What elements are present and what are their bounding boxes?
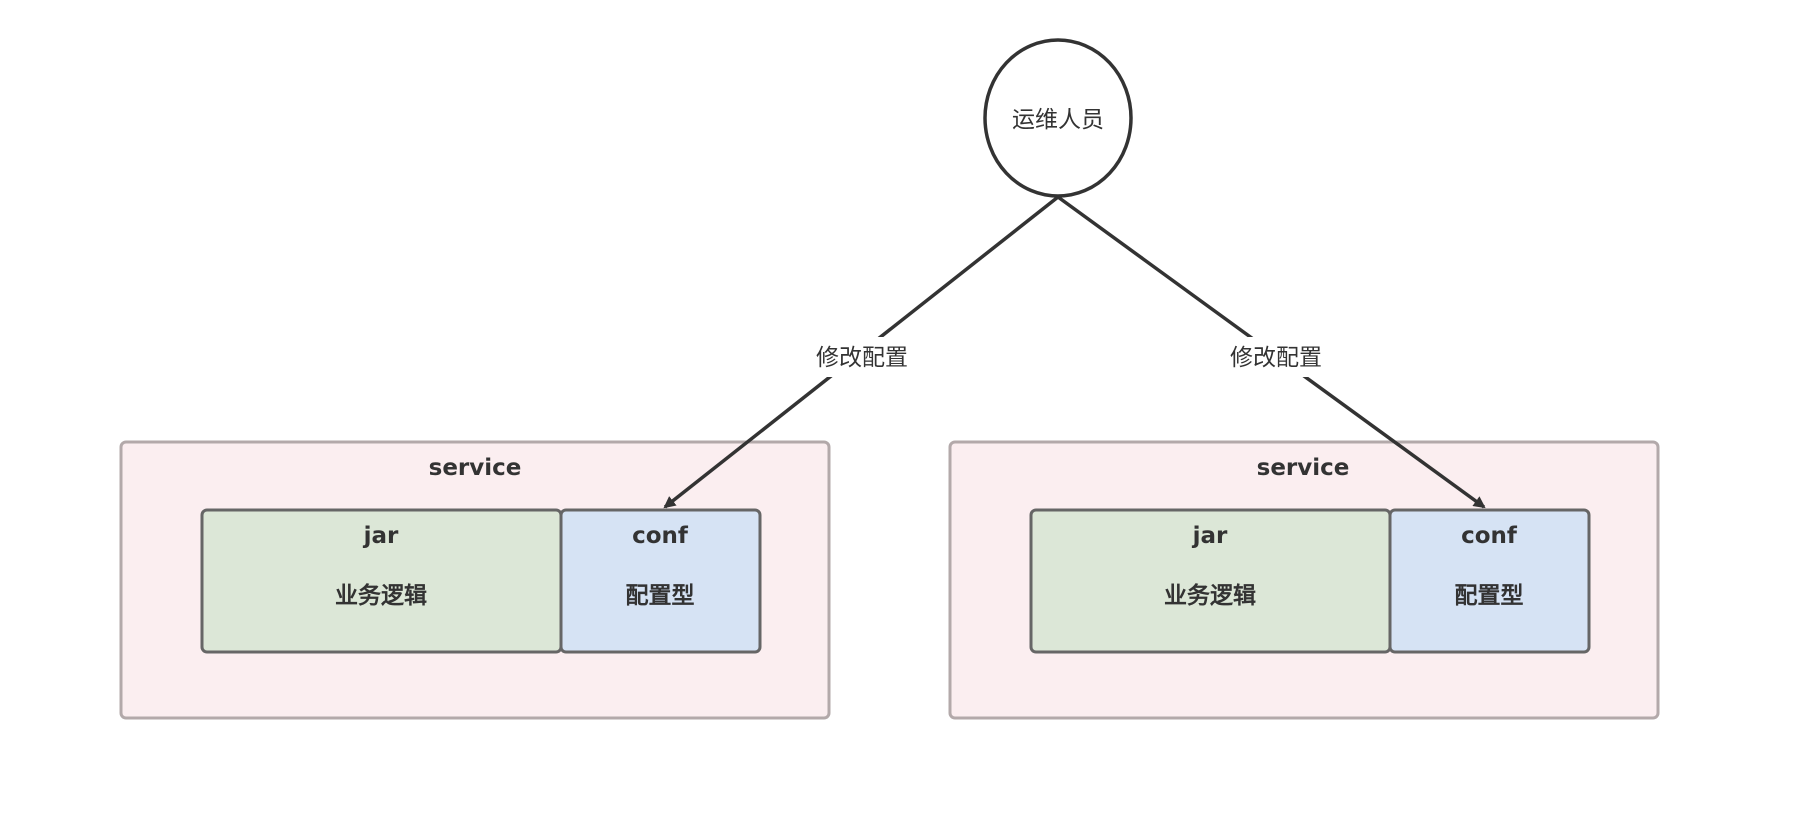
conf-title-1: conf bbox=[632, 523, 689, 549]
actor-node[interactable]: 运维人员 bbox=[983, 38, 1133, 198]
jar-subtitle-1: 业务逻辑 bbox=[335, 582, 427, 609]
actor-label: 运维人员 bbox=[1012, 107, 1104, 133]
edge-label-group-2: 修改配置 bbox=[1222, 337, 1330, 377]
conf-module-2[interactable]: conf 配置型 bbox=[1388, 508, 1591, 654]
conf-box-2 bbox=[1388, 508, 1591, 654]
conf-subtitle-2: 配置型 bbox=[1455, 583, 1524, 609]
actor-ellipse bbox=[983, 38, 1133, 198]
service-title-2: service bbox=[1257, 455, 1350, 481]
jar-module-2[interactable]: jar 业务逻辑 bbox=[1029, 508, 1392, 654]
jar-title-1: jar bbox=[363, 523, 399, 549]
conf-title-2: conf bbox=[1461, 523, 1518, 549]
edge-label-group-1: 修改配置 bbox=[808, 337, 916, 377]
service-container-2[interactable]: service jar 业务逻辑 conf 配置型 bbox=[948, 440, 1660, 720]
conf-box-1 bbox=[559, 508, 762, 654]
edge-label-background-2 bbox=[1222, 337, 1330, 377]
jar-subtitle-2: 业务逻辑 bbox=[1164, 582, 1256, 609]
edge-label-2: 修改配置 bbox=[1230, 345, 1322, 371]
jar-module-1[interactable]: jar 业务逻辑 bbox=[200, 508, 563, 654]
conf-subtitle-1: 配置型 bbox=[626, 583, 695, 609]
service-title-1: service bbox=[429, 455, 522, 481]
edge-label-1: 修改配置 bbox=[816, 345, 908, 371]
jar-title-2: jar bbox=[1192, 523, 1228, 549]
edge-label-background-1 bbox=[808, 337, 916, 377]
conf-module-1[interactable]: conf 配置型 bbox=[559, 508, 762, 654]
service-container-1[interactable]: service jar 业务逻辑 conf 配置型 bbox=[119, 440, 831, 720]
